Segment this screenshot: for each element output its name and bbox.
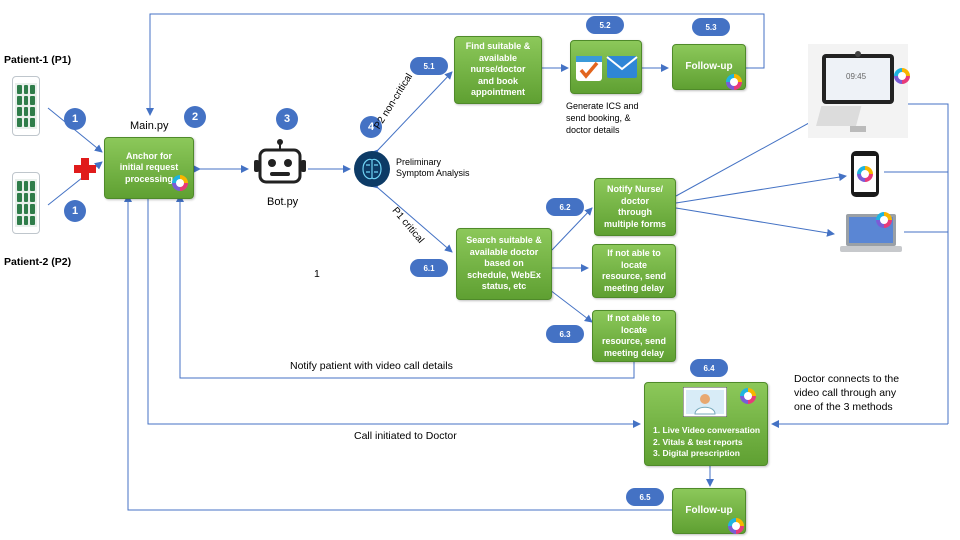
meeting-delay-box-2-text: If not able to locate resource, send mee… <box>601 313 667 358</box>
step-badge-6-2: 6.2 <box>546 198 584 216</box>
search-doctor-box-text: Search suitable & available doctor based… <box>466 235 542 292</box>
step-badge-1-p1: 1 <box>64 108 86 130</box>
step-badge-6-5: 6.5 <box>626 488 664 506</box>
doctor-video-icon <box>683 387 727 417</box>
webex-icon <box>857 166 873 182</box>
main-py-label: Main.py <box>130 120 169 132</box>
meeting-delay-box-1-text: If not able to locate resource, send mee… <box>601 248 667 293</box>
room-device-clock: 09:45 <box>846 72 867 81</box>
arrow-brain-find <box>370 71 453 158</box>
arrow-call-initiated <box>144 188 641 428</box>
patient-2-phone <box>12 172 40 234</box>
arrow-p1-to-anchor <box>47 107 103 153</box>
room-device-icon <box>808 44 908 138</box>
medical-cross-icon <box>74 158 96 180</box>
step-badge-1-p2: 1 <box>64 200 86 222</box>
step-badge-5-1: 5.1 <box>410 57 448 75</box>
call-initiated-label: Call initiated to Doctor <box>354 430 457 442</box>
followup-bottom-text: Follow-up <box>685 505 733 517</box>
anchor-box-text: Anchor for initial request processing <box>119 150 179 184</box>
notify-nurse-box: Notify Nurse/ doctor through multiple fo… <box>594 178 676 236</box>
email-icon <box>605 56 638 78</box>
ai-brain-icon <box>354 151 390 187</box>
step-badge-4: 4 <box>360 116 382 138</box>
arrow-followup-loop <box>146 13 765 116</box>
step-badge-2: 2 <box>184 106 206 128</box>
arrow-notify-phone <box>675 173 847 204</box>
stray-one-label: 1 <box>314 268 320 280</box>
calendar-icon <box>575 56 602 81</box>
generate-ics-box <box>570 40 642 94</box>
meeting-delay-box-2: If not able to locate resource, send mee… <box>592 310 676 362</box>
bot-py-label: Bot.py <box>267 196 299 208</box>
webex-icon <box>172 175 188 191</box>
robot-icon <box>252 138 308 190</box>
step-badge-5-3: 5.3 <box>692 18 730 36</box>
arrow-notify-room <box>675 117 819 197</box>
meeting-delay-box-1: If not able to locate resource, send mee… <box>592 244 676 298</box>
notify-patient-label: Notify patient with video call details <box>290 360 453 372</box>
step-badge-5-2: 5.2 <box>586 16 624 34</box>
preliminary-label: Preliminary Symptom Analysis <box>396 157 470 178</box>
step-badge-6-1: 6.1 <box>410 259 448 277</box>
notify-nurse-box-text: Notify Nurse/ doctor through multiple fo… <box>603 184 666 229</box>
webex-icon <box>740 388 756 404</box>
webex-icon <box>728 518 744 534</box>
patient-1-phone <box>12 76 40 136</box>
anchor-box: Anchor for initial request processing <box>104 137 194 199</box>
live-video-box: 1. Live Video conversation 2. Vitals & t… <box>644 382 768 466</box>
webex-icon <box>876 212 892 228</box>
followup-top-text: Follow-up <box>685 61 733 73</box>
search-doctor-box: Search suitable & available doctor based… <box>456 228 552 300</box>
generate-ics-label: Generate ICS and send booking, & doctor … <box>566 101 639 135</box>
arrow-search-delay2 <box>549 289 593 323</box>
arrow-notify-laptop <box>675 207 835 237</box>
webex-icon <box>894 68 910 84</box>
patient-1-label: Patient-1 (P1) <box>4 54 72 66</box>
step-badge-6-4: 6.4 <box>690 359 728 377</box>
step-badge-6-3: 6.3 <box>546 325 584 343</box>
webex-icon <box>726 74 742 90</box>
step-badge-3: 3 <box>276 108 298 130</box>
arrow-followup-back <box>124 194 672 511</box>
doctor-connects-label: Doctor connects to the video call throug… <box>794 373 900 413</box>
live-video-box-text: 1. Live Video conversation 2. Vitals & t… <box>653 425 761 458</box>
find-nurse-box: Find suitable & available nurse/doctor a… <box>454 36 542 104</box>
line-room-right <box>908 103 949 424</box>
patient-2-label: Patient-2 (P2) <box>4 256 72 268</box>
laptop-icon <box>840 214 902 252</box>
find-nurse-box-text: Find suitable & available nurse/doctor a… <box>465 41 531 98</box>
